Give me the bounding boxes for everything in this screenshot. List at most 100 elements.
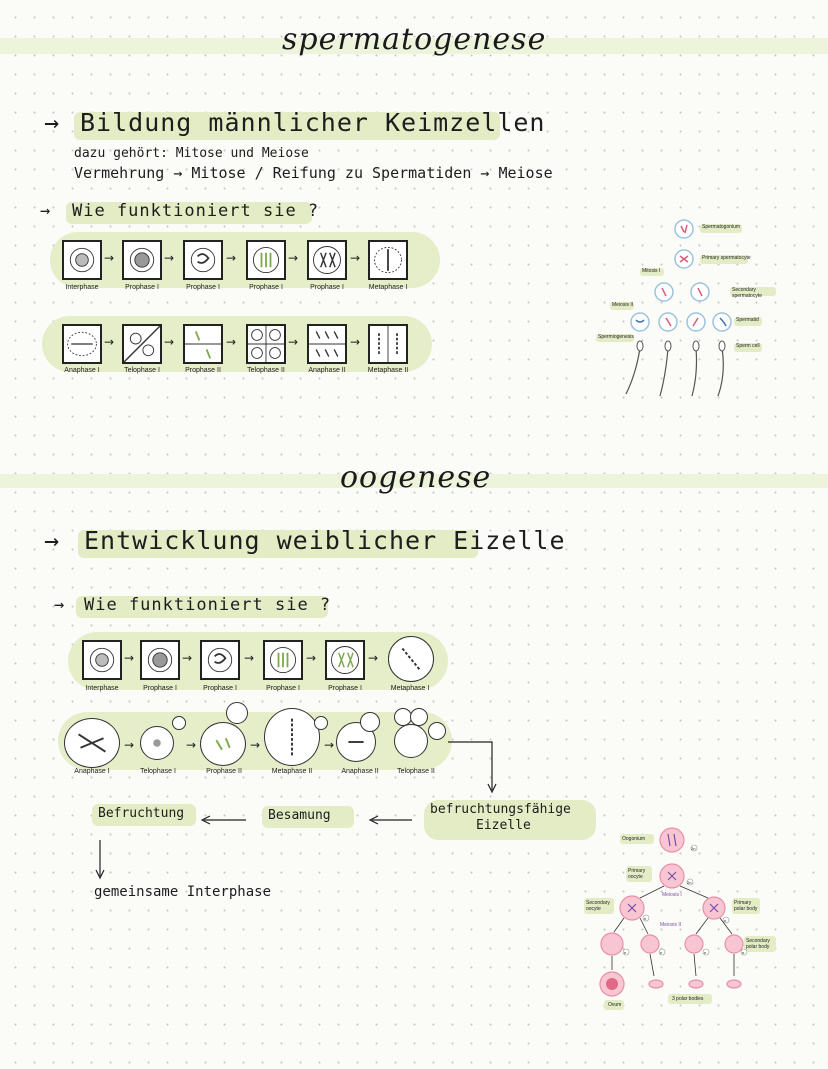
flow-gemeinsame-interphase: gemeinsame Interphase	[94, 884, 272, 900]
cell-telophase	[122, 324, 162, 364]
figure-label: Meiosis I	[662, 892, 682, 898]
arrow-icon: →	[288, 335, 299, 349]
figure-label: Spermatid	[736, 317, 759, 323]
arrow-icon: →	[104, 335, 115, 349]
polar-body	[172, 716, 186, 730]
arrow-icon: →	[40, 201, 52, 221]
heading-highlight	[78, 530, 478, 558]
figure-label: Meiosis II	[660, 922, 682, 928]
arrow-icon: →	[306, 651, 317, 665]
figure-label: Primary polar body	[734, 900, 758, 912]
figure-label: Primary oocyte	[628, 868, 646, 880]
arrow-icon: →	[350, 335, 361, 349]
row2-label: Prophase II	[185, 367, 221, 374]
row2-label: Prophase II	[206, 768, 242, 775]
row1-label: Metaphase I	[368, 284, 408, 291]
figure-label: n	[742, 950, 745, 955]
cell-anaphase2	[307, 324, 347, 364]
figure-label: Mitosis I	[642, 268, 661, 274]
question-highlight	[76, 596, 328, 618]
heading-entwicklung: Entwicklung weiblicher Eizelle	[84, 526, 566, 555]
cell-prophase	[246, 240, 286, 280]
note-gehoert: dazu gehört: Mitose und Meiose	[74, 146, 309, 161]
arrow-icon: →	[350, 251, 361, 265]
figure-label: Secondary polar body	[746, 938, 770, 950]
cell-prophase	[122, 240, 162, 280]
cell-prophase2	[200, 722, 246, 766]
figure-label: 3 polar bodies	[672, 996, 704, 1002]
polar-body	[226, 702, 248, 724]
figure-label: 2n	[687, 880, 692, 885]
cell-interphase	[62, 240, 102, 280]
row2-label: Telophase II	[247, 367, 285, 374]
row1-label: Prophase I	[328, 685, 362, 692]
question-oogenese: Wie funktioniert sie ?	[84, 595, 332, 615]
cell-prophase	[325, 640, 365, 680]
cell-metaphase	[368, 240, 408, 280]
question-highlight	[66, 202, 312, 224]
highlight-blob	[42, 316, 432, 372]
row1-label: Prophase I	[266, 685, 300, 692]
figure-label: n	[704, 950, 707, 955]
row2-label: Anaphase II	[308, 367, 346, 374]
figure-label: Meiosis II	[612, 302, 634, 308]
arrow-icon: →	[288, 251, 299, 265]
figure-label: Oogonium	[622, 836, 646, 842]
highlight-blob	[58, 712, 452, 770]
cell-prophase	[200, 640, 240, 680]
cell-telophase2	[394, 724, 428, 758]
arrow-icon: →	[226, 251, 237, 265]
arrow-icon: →	[44, 526, 61, 555]
figure-label: Primary spermatocyte	[702, 255, 751, 261]
arrow-icon: →	[244, 651, 255, 665]
flow-besamung: Besamung	[268, 808, 331, 823]
note-vermehrung: Vermehrung → Mitose / Reifung zu Spermat…	[74, 164, 553, 182]
figure-label: Spermiogenesis	[598, 334, 634, 340]
cell-telophase	[140, 726, 174, 760]
figure-label: 2n	[691, 846, 696, 851]
arrow-icon: →	[104, 251, 115, 265]
figure-label: Secondary oocyte	[586, 900, 610, 912]
arrow-icon: →	[182, 651, 193, 665]
arrow-icon: →	[164, 335, 175, 349]
polar-body	[314, 716, 328, 730]
arrow-icon: →	[368, 651, 379, 665]
cell-prophase	[140, 640, 180, 680]
figure-label: Sperm cell	[736, 343, 760, 349]
question-spermato: Wie funktioniert sie ?	[72, 201, 320, 221]
figure-label: n	[624, 950, 627, 955]
cell-telophase2	[246, 324, 286, 364]
cell-metaphase2	[368, 324, 408, 364]
row1-label: Interphase	[65, 284, 99, 291]
arrow-icon: →	[186, 738, 197, 752]
arrow-icon: →	[54, 595, 66, 615]
cell-prophase	[307, 240, 347, 280]
cell-anaphase	[64, 718, 120, 768]
row1-label: Prophase I	[143, 685, 177, 692]
arrow-icon: →	[164, 251, 175, 265]
oogenesis-diagram: Oogonium Primary oocyte Meiosis I Second…	[584, 824, 780, 1014]
cell-anaphase	[62, 324, 102, 364]
figure-label: Spermatogonium	[702, 224, 741, 230]
cell-prophase	[263, 640, 303, 680]
title-band-1	[0, 38, 828, 54]
highlight-blob	[68, 632, 448, 690]
arrow-icon: →	[44, 108, 61, 137]
arrow-icon: →	[250, 738, 261, 752]
heading-highlight	[74, 112, 500, 140]
row2-label: Telophase II	[397, 768, 435, 775]
figure-label: n	[644, 916, 647, 921]
section-title-spermatogenese: spermatogenese	[282, 22, 547, 57]
figure-label: Ovum	[608, 1002, 622, 1008]
arrow-icon: →	[324, 738, 335, 752]
figure-label: n	[724, 918, 727, 923]
row1-label: Metaphase I	[390, 685, 430, 692]
row2-label: Telophase I	[124, 367, 160, 374]
row2-label: Anaphase I	[74, 768, 110, 775]
row2-label: Anaphase II	[341, 768, 379, 775]
cell-prophase	[183, 240, 223, 280]
flow-befruchtung: Befruchtung	[98, 806, 185, 821]
row1-label: Interphase	[85, 685, 119, 692]
arrow-icon: →	[124, 738, 135, 752]
flow-befruchtungsfaehige: befruchtungsfähige	[430, 802, 571, 817]
